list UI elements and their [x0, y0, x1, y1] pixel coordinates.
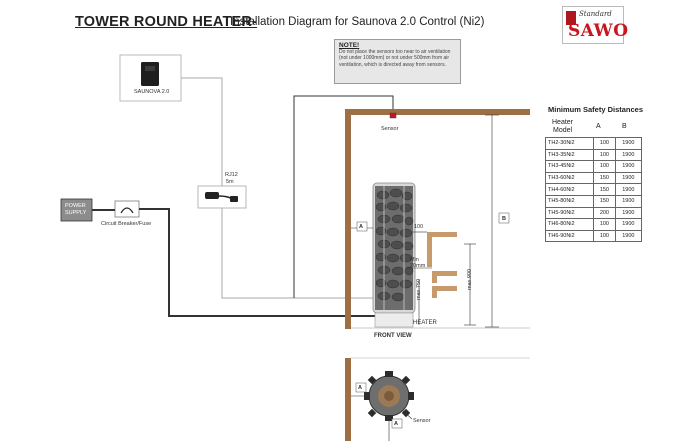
heater-label: HEATER [413, 320, 437, 326]
distance-b-cell: 1900 [614, 194, 643, 208]
distance-b-cell: 1900 [614, 183, 643, 196]
header-model-2: Model [553, 127, 573, 134]
logo-mark-icon [566, 11, 576, 25]
distance-b-cell: 1900 [614, 160, 643, 173]
saunova-screen [145, 66, 155, 71]
distance-a-cell: 100 [593, 148, 616, 162]
power-supply-label-2: SUPPLY [65, 210, 87, 216]
distance-a-cell: 100 [593, 137, 616, 150]
shelf-top [427, 232, 457, 237]
distance-a-cell: 100 [593, 218, 616, 231]
topview-dim-a-badge-2 [391, 418, 403, 429]
distance-a-cell: 200 [593, 206, 616, 220]
saunova-label: SAUNOVA 2.0 [134, 89, 170, 95]
header-a: A [596, 123, 601, 130]
logo-wordmark: SAWO [568, 21, 629, 41]
shelf-low [432, 286, 457, 291]
note-text: Do not place the sensors too near to air… [339, 49, 451, 68]
topview-dim-a-badge [355, 382, 367, 393]
topview-sensor-leader [402, 410, 413, 420]
dim-min-label-2: 20mm [410, 263, 426, 269]
distance-a-cell: 100 [593, 229, 616, 243]
model-cell: TH5-90Ni2 [544, 206, 595, 220]
ceiling-sensor-icon [389, 112, 397, 119]
model-cell: TH5-80Ni2 [544, 194, 595, 208]
distance-b-cell: 1900 [614, 171, 643, 185]
distance-a-cell: 150 [593, 183, 616, 196]
model-cell: TH3-60Ni2 [544, 171, 595, 185]
sensor-top-label: Sensor [381, 126, 399, 132]
wire-saunova-rj12 [181, 77, 223, 186]
wire-breaker-heater [139, 208, 375, 317]
dim-b-badge [498, 212, 510, 224]
saunova-control-icon [141, 62, 159, 86]
dim-a-badge [356, 221, 368, 232]
rj12-label-1: RJ12 [225, 172, 238, 178]
shelf-mid [432, 271, 457, 276]
sensor-bottom-label: Sensor [413, 418, 431, 424]
model-cell: TH6-90Ni2 [544, 229, 595, 243]
rj12-label-2: 5m [226, 179, 234, 185]
tower-heater-front [372, 182, 416, 328]
note-title: NOTE! [339, 42, 360, 49]
distance-a-cell: 150 [593, 171, 616, 185]
distance-b-cell: 1900 [614, 229, 643, 243]
model-cell: TH6-80Ni2 [544, 218, 595, 231]
distance-b-cell: 1900 [614, 148, 643, 162]
distance-a-cell: 150 [593, 194, 616, 208]
dim-100-label: 100 [414, 224, 424, 230]
distance-b-cell: 1900 [614, 206, 643, 220]
topview-dim-a-label-2: A [394, 421, 398, 427]
wire-rj12-heater [221, 208, 375, 299]
rj12-cable-icon [205, 192, 238, 202]
diagram-title: TOWER ROUND HEATER- [75, 14, 258, 30]
topview-dim-a-label: A [358, 385, 362, 391]
dim-b-label: B [502, 216, 506, 222]
front-view-label: FRONT VIEW [374, 333, 412, 339]
model-cell: TH2-30Ni2 [544, 137, 595, 150]
logo-script: Standard [579, 10, 612, 18]
dim-max750-label: max.750 [416, 278, 422, 300]
sawo-logo: Standard SAWO [562, 6, 628, 44]
topview-left-wall [345, 358, 351, 441]
dim-min-label-1: Min [410, 257, 419, 263]
dim-max900-label: max.900 [467, 268, 473, 290]
left-wall [345, 109, 351, 329]
shelf-low-support [432, 286, 437, 298]
distance-a-cell: 100 [593, 160, 616, 173]
shelf-mid-support [432, 271, 437, 283]
model-cell: TH3-35Ni2 [544, 148, 595, 162]
header-model-1: Heater [552, 119, 574, 126]
model-cell: TH4-60Ni2 [544, 183, 595, 196]
distance-b-cell: 1900 [614, 218, 643, 231]
wire-sensor [293, 95, 394, 298]
circuit-breaker-box [114, 200, 140, 218]
diagram-subtitle: Installation Diagram for Saunova 2.0 Con… [230, 16, 485, 28]
header-b: B [622, 123, 627, 130]
model-cell: TH3-45Ni2 [544, 160, 595, 173]
dim-a-label: A [359, 224, 363, 230]
note-box: NOTE! Do not place the sensors too near … [334, 39, 461, 84]
power-supply-label-1: POWER [65, 203, 86, 209]
safety-table-title: Minimum Safety Distances [548, 105, 644, 114]
tower-heater-top [364, 371, 414, 421]
breaker-switch-icon [120, 207, 134, 214]
ceiling-wall [345, 109, 530, 115]
distance-b-cell: 1900 [614, 137, 643, 150]
shelf-top-support [427, 232, 432, 267]
breaker-label: Circuit Breaker/Fuse [101, 221, 152, 227]
